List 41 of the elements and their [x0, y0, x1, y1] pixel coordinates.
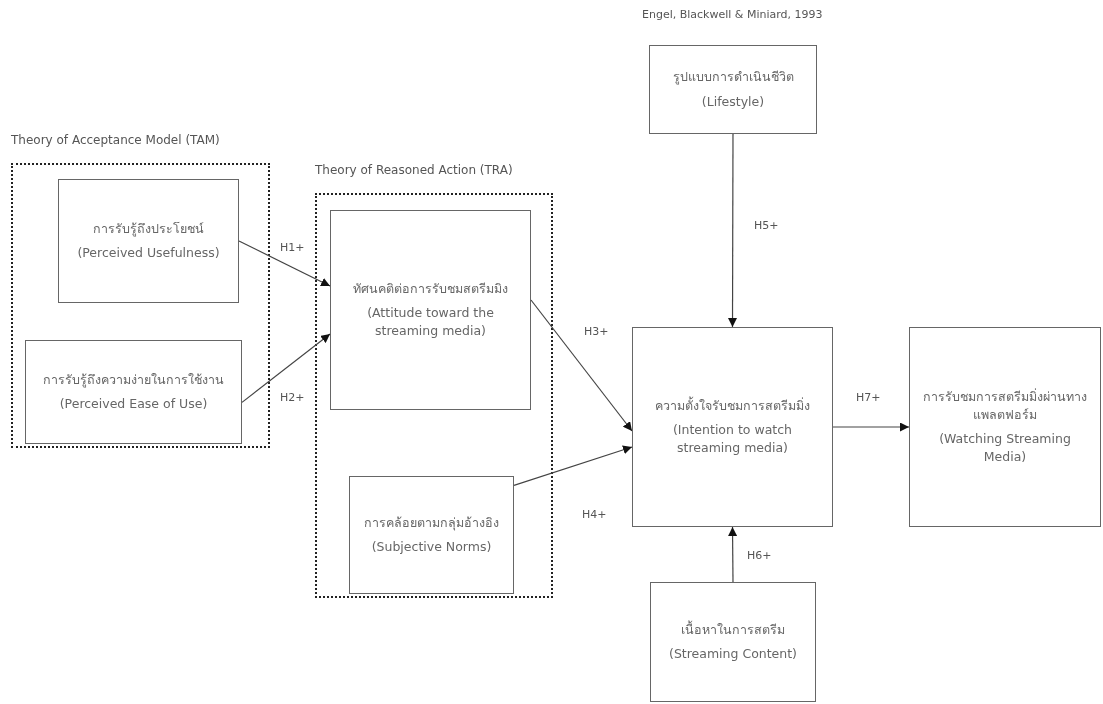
concept-box	[330, 210, 531, 410]
citation-text: Engel, Blackwell & Miniard, 1993	[642, 8, 823, 21]
edge-label: H7+	[854, 391, 883, 404]
concept-box	[25, 340, 242, 444]
concept-box	[632, 327, 833, 527]
concept-text: เนื้อหาในการสตรีม	[681, 620, 785, 639]
arrow	[530, 299, 633, 432]
concept-box	[909, 327, 1101, 527]
arrow	[728, 526, 738, 583]
concept-text: การคล้อยตามกลุ่มอ้างอิง	[364, 513, 499, 532]
arrow	[513, 445, 633, 487]
concept-text: (Watching Streaming Media)	[938, 430, 1072, 467]
concept-text: (Intention to watch streaming media)	[672, 420, 793, 458]
concept-text: (Subjective Norms)	[371, 538, 492, 556]
concept-box	[650, 582, 816, 702]
group-heading: Theory of Acceptance Model (TAM)	[11, 133, 220, 147]
concept-text: รูปแบบการดำเนินชีวิต	[672, 68, 794, 87]
concept-text: การรับรู้ถึงประโยชน์	[93, 219, 204, 238]
group-heading: Theory of Reasoned Action (TRA)	[315, 163, 513, 177]
arrow	[832, 422, 910, 432]
concept-box	[649, 45, 817, 134]
concept-box	[349, 476, 514, 594]
concept-text: การรับชมการสตรีมมิ่งผ่านทางแพลตฟอร์ม	[922, 387, 1088, 424]
edge-label: H4+	[580, 508, 609, 521]
concept-text: ทัศนคติต่อการรับชมสตรีมมิง	[353, 279, 508, 298]
edge-label: H2+	[278, 391, 307, 404]
concept-box	[58, 179, 239, 303]
edge-label: H6+	[745, 549, 774, 562]
edge-label: H3+	[582, 325, 611, 338]
concept-text: (Lifestyle)	[701, 92, 765, 111]
concept-text: (Perceived Ease of Use)	[59, 395, 208, 413]
concept-text: (Perceived Usefulness)	[77, 244, 220, 262]
concept-text: (Streaming Content)	[669, 645, 797, 663]
edge-label: H5+	[752, 219, 781, 232]
arrow	[728, 133, 737, 328]
arrow	[241, 333, 331, 403]
concept-text: การรับรู้ถึงความง่ายในการใช้งาน	[43, 370, 224, 389]
arrow	[238, 240, 331, 287]
edge-label: H1+	[278, 241, 307, 254]
concept-text: ความตั้งใจรับชมการสตรีมมิ่ง	[655, 396, 810, 415]
concept-text: (Attitude toward the streaming media)	[366, 303, 495, 341]
